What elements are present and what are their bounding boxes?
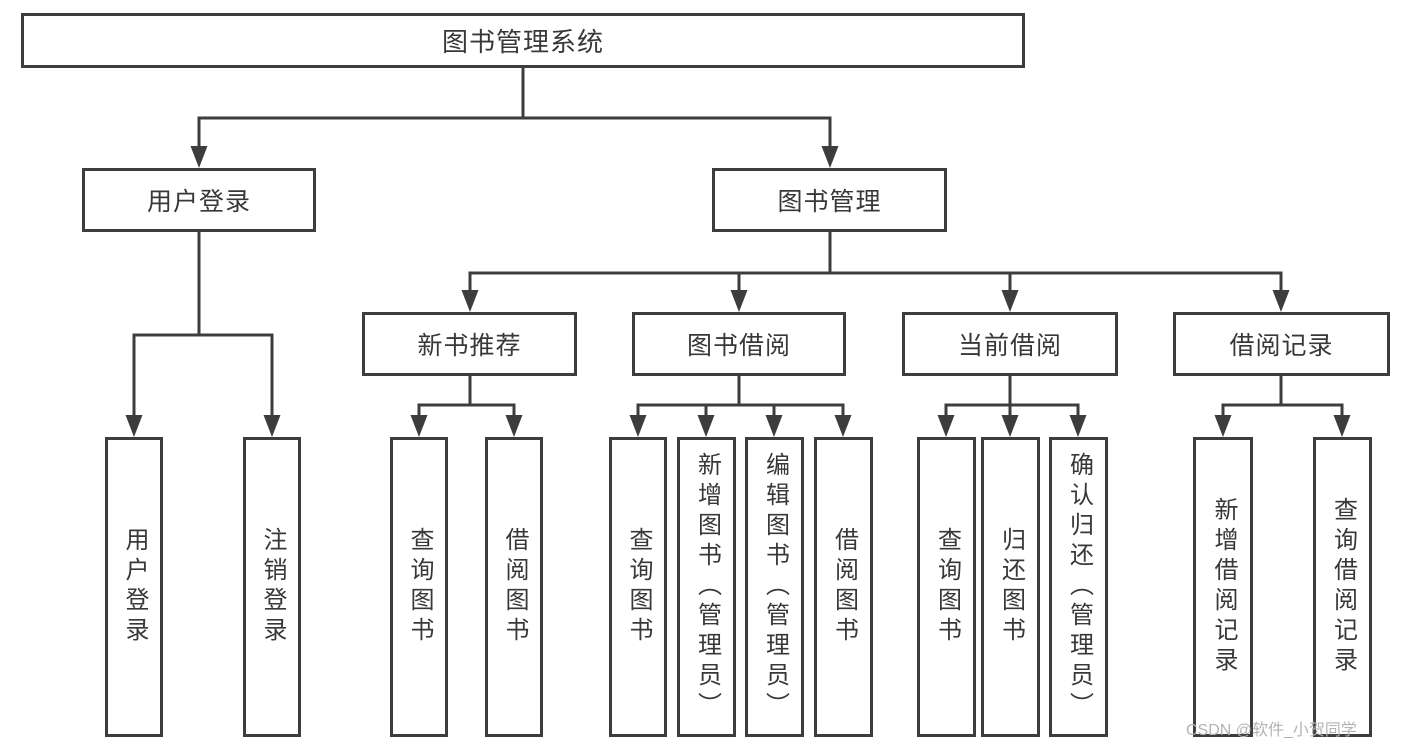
leaf-return-book: 归还图书 <box>981 437 1040 737</box>
leaf-add-borrow-record: 新增借阅记录 <box>1193 437 1253 737</box>
leaf-logout-label: 注销登录 <box>259 527 286 647</box>
leaf-borrow-books-recommend-label: 借阅图书 <box>501 527 528 647</box>
leaf-edit-book-admin: 编辑图书（管理员） <box>745 437 804 737</box>
leaf-user-login: 用户登录 <box>105 437 163 737</box>
leaf-confirm-return-admin-label: 确认归还（管理员） <box>1065 452 1093 722</box>
node-user-login: 用户登录 <box>82 168 316 232</box>
node-book-management-label: 图书管理 <box>777 188 882 216</box>
leaf-user-login-label: 用户登录 <box>121 527 148 647</box>
node-borrow-records: 借阅记录 <box>1173 312 1390 376</box>
arrowheads <box>125 146 1351 437</box>
node-user-login-label: 用户登录 <box>146 188 251 216</box>
leaf-query-books-recommend-label: 查询图书 <box>406 527 433 647</box>
node-new-book-recommend-label: 新书推荐 <box>417 332 522 360</box>
leaf-query-books-current-label: 查询图书 <box>933 527 961 647</box>
leaf-borrow-books-recommend: 借阅图书 <box>485 437 543 737</box>
root-node-label: 图书管理系统 <box>441 27 604 57</box>
leaf-query-books-current: 查询图书 <box>917 437 976 737</box>
node-borrow-records-label: 借阅记录 <box>1229 332 1334 360</box>
node-current-borrow-label: 当前借阅 <box>957 332 1062 360</box>
leaf-query-books-borrow-label: 查询图书 <box>625 527 652 647</box>
root-node-library-system: 图书管理系统 <box>21 13 1025 68</box>
leaf-edit-book-admin-label: 编辑图书（管理员） <box>761 452 789 722</box>
node-book-borrow: 图书借阅 <box>632 312 846 376</box>
leaf-return-book-label: 归还图书 <box>997 527 1025 647</box>
leaf-query-books-borrow: 查询图书 <box>609 437 667 737</box>
leaf-query-books-recommend: 查询图书 <box>390 437 448 737</box>
leaf-borrow-books: 借阅图书 <box>814 437 873 737</box>
node-book-borrow-label: 图书借阅 <box>686 332 791 360</box>
node-book-management: 图书管理 <box>712 168 947 232</box>
csdn-watermark: CSDN @软件_小贺同学 <box>1186 722 1357 739</box>
leaf-confirm-return-admin: 确认归还（管理员） <box>1049 437 1108 737</box>
leaf-add-book-admin: 新增图书（管理员） <box>677 437 736 737</box>
node-new-book-recommend: 新书推荐 <box>362 312 577 376</box>
leaf-borrow-books-label: 借阅图书 <box>830 527 858 647</box>
leaf-add-borrow-record-label: 新增借阅记录 <box>1210 497 1237 677</box>
leaf-logout: 注销登录 <box>243 437 301 737</box>
leaf-add-book-admin-label: 新增图书（管理员） <box>693 452 721 722</box>
node-current-borrow: 当前借阅 <box>902 312 1118 376</box>
leaf-query-borrow-record-label: 查询借阅记录 <box>1329 497 1357 677</box>
leaf-query-borrow-record: 查询借阅记录 <box>1313 437 1372 737</box>
